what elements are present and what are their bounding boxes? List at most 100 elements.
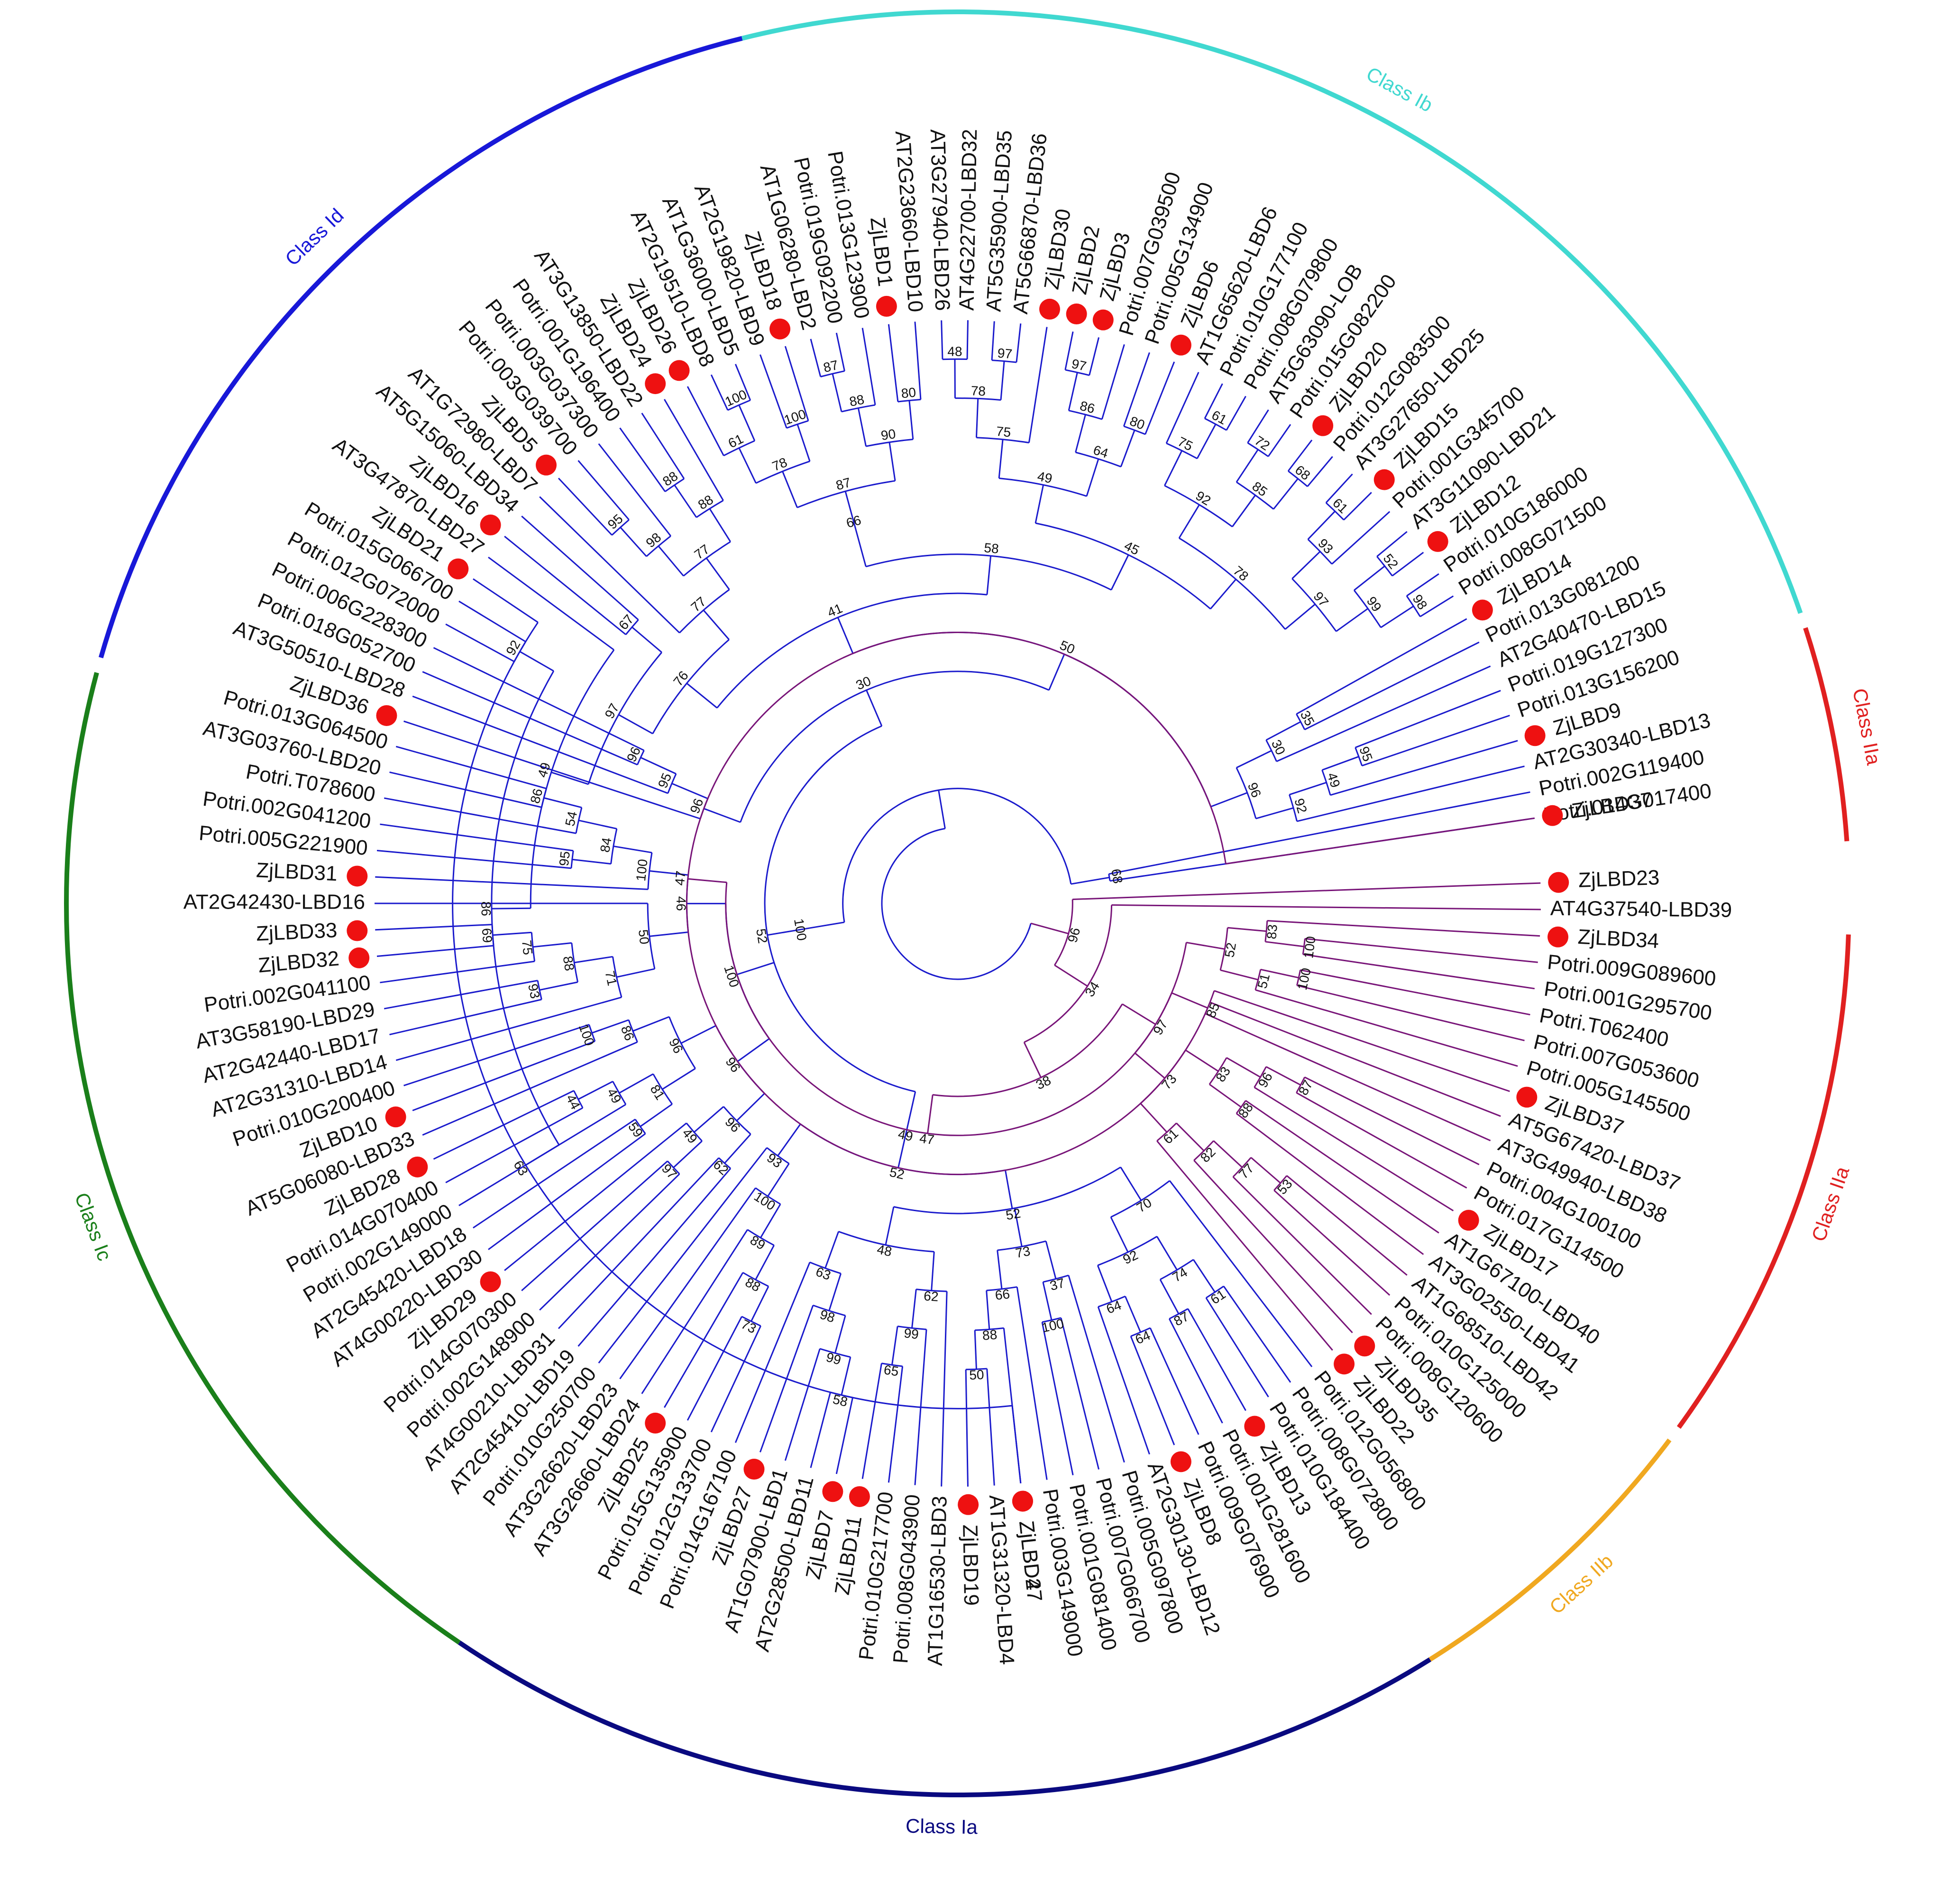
branch-line <box>618 714 653 735</box>
leaf-label: ZjLBD23 <box>1578 866 1660 892</box>
branch-line <box>488 1133 646 1251</box>
bootstrap-value: 77 <box>692 542 712 562</box>
branch-line <box>975 398 979 438</box>
branch-line <box>412 1040 595 1112</box>
leaf-label: AT2G42430-LBD16 <box>183 891 365 914</box>
branch-line <box>1247 409 1269 443</box>
branch-arc <box>1193 1140 1214 1161</box>
class-label: Class Ib <box>1363 62 1437 116</box>
bootstrap-value: 63 <box>511 1158 531 1178</box>
zizyphus-marker <box>849 1486 870 1507</box>
zizyphus-marker <box>876 295 897 317</box>
zizyphus-marker <box>1548 872 1569 893</box>
branch-line <box>1380 605 1414 628</box>
branch-line <box>1159 1279 1180 1315</box>
branch-arc <box>1179 537 1286 630</box>
branch-line <box>806 921 845 929</box>
zizyphus-marker <box>385 1106 406 1128</box>
branch-line <box>844 491 857 529</box>
bootstrap-value: 78 <box>770 455 789 474</box>
zizyphus-marker <box>645 373 666 395</box>
branch-line <box>445 1107 583 1184</box>
branch-arc <box>647 903 656 969</box>
branch-line <box>591 1019 629 1034</box>
branch-line <box>619 1073 654 1094</box>
branch-line <box>1210 579 1236 610</box>
branch-line <box>1265 1066 1301 1086</box>
zizyphus-marker <box>822 1481 843 1502</box>
zizyphus-marker <box>1244 1416 1265 1437</box>
class-arc <box>1428 1438 1672 1662</box>
zizyphus-marker <box>1066 304 1087 325</box>
bootstrap-value: 37 <box>1048 1275 1066 1293</box>
branch-line <box>539 496 680 634</box>
bootstrap-value: 95 <box>557 850 573 866</box>
bootstrap-value: 97 <box>1150 1017 1171 1038</box>
branch-line <box>1041 1322 1074 1476</box>
branch-line <box>1108 791 1530 875</box>
branch-arc <box>537 980 542 1000</box>
branch-arc <box>893 1166 1121 1214</box>
bootstrap-value: 61 <box>1208 1287 1228 1307</box>
bootstrap-value: 59 <box>625 1120 646 1140</box>
branch-line <box>1276 665 1491 762</box>
branch-line <box>1144 361 1175 435</box>
bootstrap-value: 63 <box>814 1264 833 1283</box>
branch-line <box>1286 1175 1408 1276</box>
branch-line <box>1307 510 1336 540</box>
bootstrap-value: 98 <box>1410 592 1430 612</box>
bootstrap-value: 75 <box>996 424 1012 440</box>
branch-line <box>1376 531 1408 557</box>
bootstrap-value: 100 <box>751 1189 778 1213</box>
branch-line <box>1187 1308 1246 1411</box>
zizyphus-marker <box>1458 1210 1479 1231</box>
bootstrap-value: 47 <box>919 1131 935 1148</box>
bootstrap-value: 80 <box>900 385 916 401</box>
branch-arc <box>740 671 1050 823</box>
branch-line <box>810 1392 831 1468</box>
branch-line <box>1297 984 1525 1041</box>
branch-line <box>927 1095 934 1134</box>
branch-line <box>1304 641 1480 730</box>
branch-line <box>1000 361 1005 400</box>
bootstrap-value: 93 <box>764 1150 785 1170</box>
bootstrap-value: 100 <box>1301 935 1318 959</box>
leaf-label: ZjLBD31 <box>256 858 338 885</box>
branch-line <box>641 1229 748 1394</box>
bootstrap-value: 69 <box>479 928 495 943</box>
branch-arc <box>725 882 1187 1136</box>
branch-line <box>986 1369 995 1486</box>
class-label: Class Ic <box>71 1190 116 1264</box>
branch-line <box>1331 511 1391 565</box>
bootstrap-value: 81 <box>647 1082 668 1103</box>
branch-line <box>539 1173 680 1311</box>
bootstrap-value: 88 <box>560 955 577 972</box>
class-label: Class IIa <box>1849 687 1885 767</box>
zizyphus-marker <box>1542 805 1563 826</box>
branch-line <box>1300 969 1530 1016</box>
branch-line <box>1303 954 1535 990</box>
branch-arc <box>679 589 730 634</box>
branch-line <box>1226 396 1246 431</box>
branch-line <box>389 771 542 808</box>
zizyphus-marker <box>348 947 370 968</box>
branch-line <box>1075 414 1086 453</box>
branch-arc <box>998 477 1087 497</box>
branch-line <box>810 339 822 377</box>
bootstrap-value: 100 <box>1040 1316 1065 1335</box>
class-arc <box>741 9 1803 614</box>
bootstrap-value: 98 <box>643 530 664 551</box>
branch-line <box>1273 478 1299 510</box>
branch-line <box>1226 1057 1261 1078</box>
bootstrap-value: 95 <box>655 771 675 791</box>
branch-line <box>888 1366 904 1483</box>
branch-line <box>616 968 655 978</box>
branch-line <box>832 373 842 412</box>
branch-line <box>1030 922 1069 935</box>
bootstrap-value: 52 <box>888 1165 906 1182</box>
branch-line <box>577 1081 613 1100</box>
bootstrap-value: 41 <box>825 601 845 620</box>
branch-line <box>1267 920 1540 937</box>
bootstrap-value: 73 <box>739 1316 759 1336</box>
